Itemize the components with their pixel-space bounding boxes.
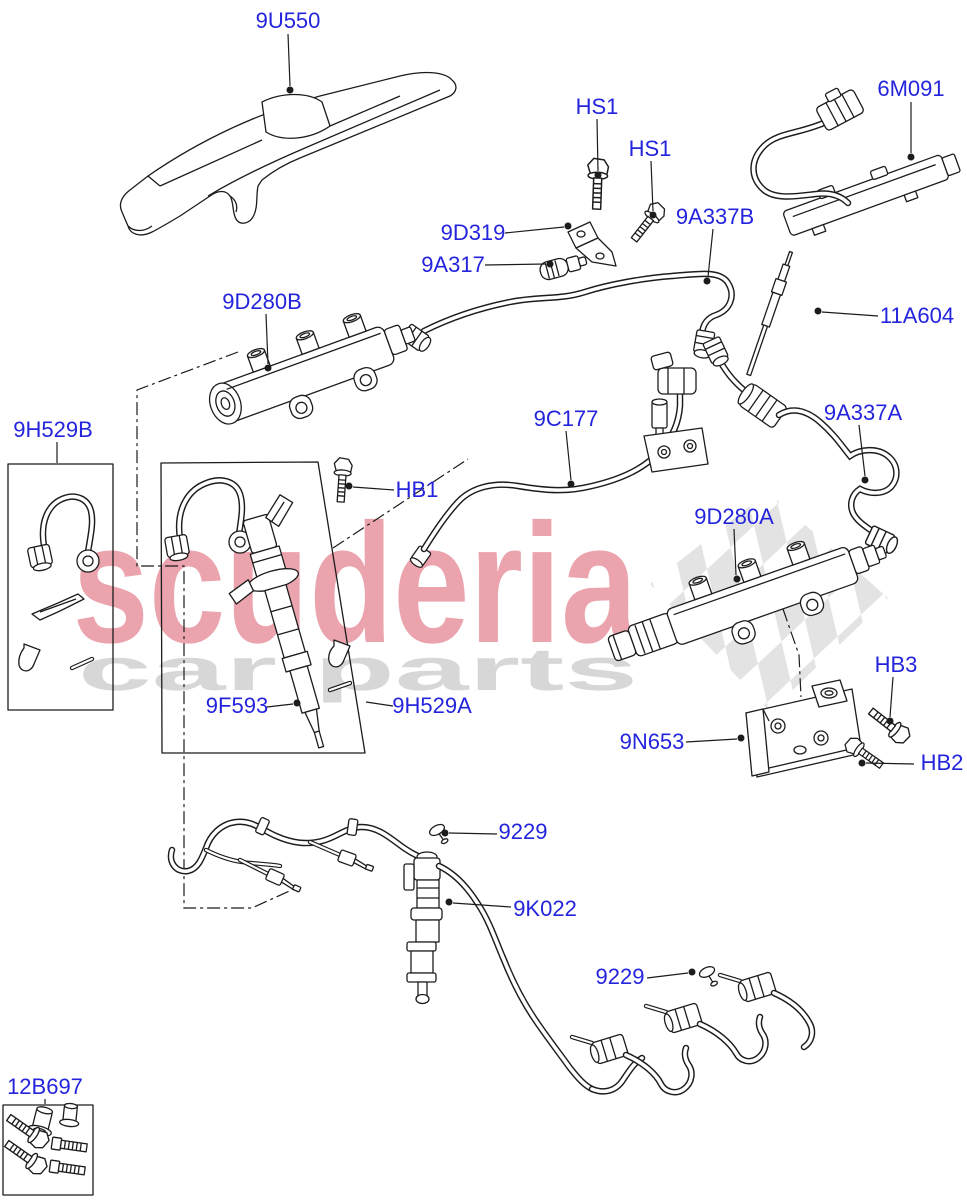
part-drawing-9d280a-fuel-rail-rh — [607, 539, 887, 662]
part-label-9d319: 9D319 — [441, 220, 506, 245]
part-drawing-11a604-glow-plug — [746, 250, 794, 377]
part-label-9h529b: 9H529B — [13, 417, 93, 442]
kit-box-9h529a — [160, 461, 366, 754]
part-label-9a337a: 9A337A — [824, 400, 903, 425]
watermark-brand-text: scuderia — [73, 489, 639, 679]
construction-lines — [136, 351, 802, 909]
part-drawing-9229-clip-2 — [697, 963, 722, 991]
part-drawing-9h529b-pipe-kit — [18, 497, 100, 672]
part-drawing-9d319-bracket — [567, 221, 617, 267]
watermark: scuderia car parts — [73, 489, 888, 712]
part-drawing-9a337a-injection-pipe — [702, 335, 901, 557]
part-label-9h529a: 9H529A — [392, 693, 472, 718]
part-label-hb2: HB2 — [921, 750, 964, 775]
part-drawing-9a337b-injection-pipe — [400, 274, 732, 360]
part-label-9u550: 9U550 — [256, 8, 321, 33]
part-label-9k022: 9K022 — [513, 896, 577, 921]
kit-box-9h529b — [7, 463, 114, 711]
part-label-9d280a: 9D280A — [694, 504, 774, 529]
part-drawing-6m091-glow-plug-harness — [754, 87, 961, 236]
part-label-9a337b: 9A337B — [676, 204, 754, 229]
part-drawing-12b697-fitting-kit — [0, 1102, 88, 1179]
part-label-9229-1: 9229 — [499, 819, 548, 844]
part-label-12b697: 12B697 — [7, 1074, 83, 1099]
part-drawing-9u550-engine-cover — [119, 71, 457, 236]
part-drawing-9f593-injector — [228, 494, 325, 749]
kit-boxes — [2, 461, 366, 1196]
part-label-9229-2: 9229 — [596, 964, 645, 989]
part-drawing-9d280b-fuel-rail-lh — [208, 311, 416, 425]
part-drawing-9k022-fuel-return-harness — [171, 817, 812, 1092]
part-label-9d280b: 9D280B — [222, 289, 302, 314]
part-drawing-hb3-bolt — [864, 702, 914, 748]
part-label-hb3: HB3 — [875, 652, 918, 677]
part-label-9c177: 9C177 — [534, 406, 599, 431]
part-label-11a604: 11A604 — [880, 303, 954, 328]
kit-reference-line-left — [136, 351, 297, 909]
part-drawing-9c177-fuel-hose — [409, 351, 709, 568]
part-drawing-hs1-screw-2 — [626, 198, 669, 246]
bracket-reference-line — [782, 608, 802, 698]
callouts: 9U550 HS1 HS1 6M091 9D319 9A337B 9A317 9… — [7, 8, 963, 1104]
part-label-9a317: 9A317 — [421, 252, 485, 277]
kit-box-12b697 — [2, 1104, 94, 1196]
part-label-hs1-2: HS1 — [629, 136, 672, 161]
part-label-9n653: 9N653 — [620, 729, 685, 754]
kit-reference-line-diagonal — [332, 458, 469, 549]
part-drawing-9a317-sensor — [539, 255, 588, 281]
part-drawing-9h529a-injector-kit — [163, 456, 354, 749]
watermark-tagline-text: car parts — [78, 636, 638, 703]
part-label-hs1-1: HS1 — [576, 94, 619, 119]
part-label-6m091: 6M091 — [877, 76, 944, 101]
part-label-9f593: 9F593 — [206, 693, 268, 718]
part-drawing-9n653-mounting-bracket — [745, 679, 863, 778]
part-label-hb1: HB1 — [396, 477, 439, 502]
